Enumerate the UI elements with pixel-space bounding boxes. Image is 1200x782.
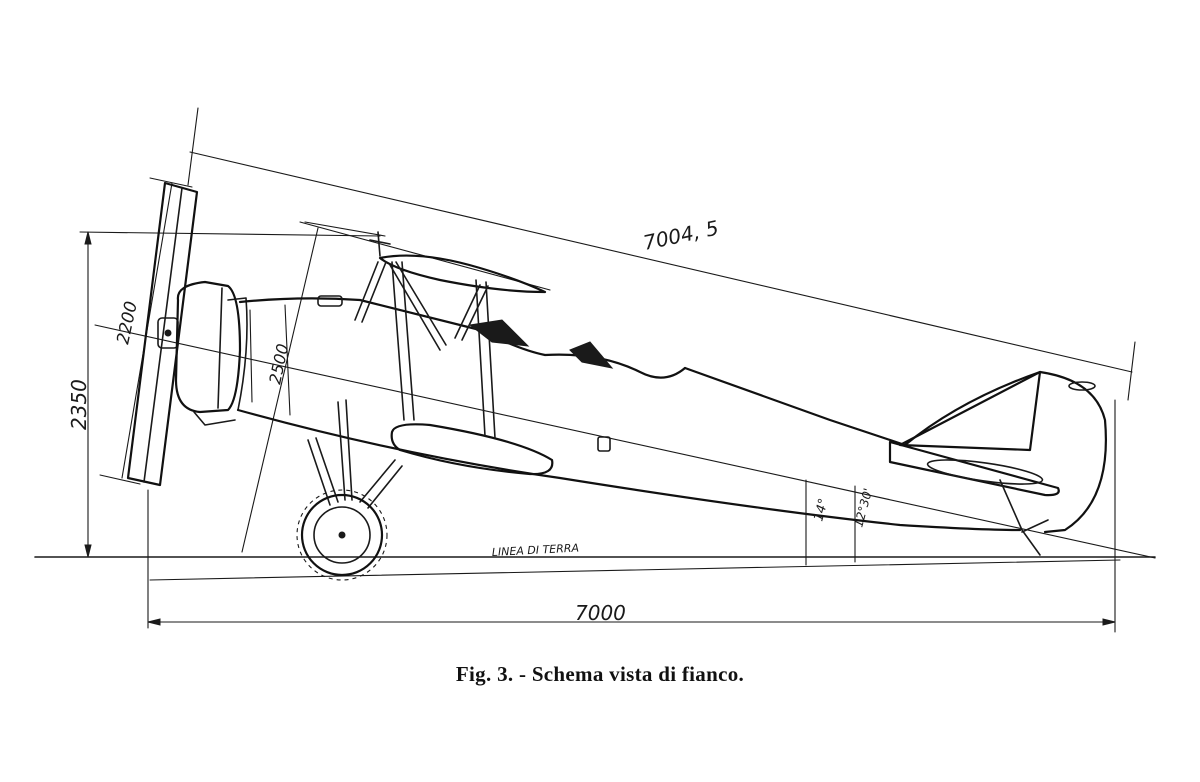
length-dimension-label: 7000 [575,601,626,625]
propeller [126,181,199,487]
lower-wing [390,423,554,476]
height-dimension-label: 2350 [67,379,91,430]
figure-caption: Fig. 3. - Schema vista di fianco. [455,662,745,686]
angle-markers [805,479,856,566]
rear-windscreen [569,341,614,369]
height-dimension [79,231,381,558]
ground-line-label: LINEA DI TERRA [491,541,579,559]
propeller-dimension-label: 2200 [113,300,142,346]
diagonal-dimension-label: 7004, 5 [641,216,721,255]
engine-cowling [174,280,248,426]
diagonal-dimension [187,107,1136,401]
chord-dimension [241,221,386,553]
tail-ground-line [149,559,1121,581]
interplane-struts [354,261,496,439]
thrust-line [94,324,1156,559]
front-windscreen [468,319,530,347]
length-dimension [147,399,1116,633]
landing-gear [296,399,403,581]
angle-1-label: 14° [811,497,831,523]
tail-skid [999,479,1049,556]
fuselage [236,295,1107,534]
upper-wing [369,231,547,294]
tail-assembly [888,370,1096,497]
